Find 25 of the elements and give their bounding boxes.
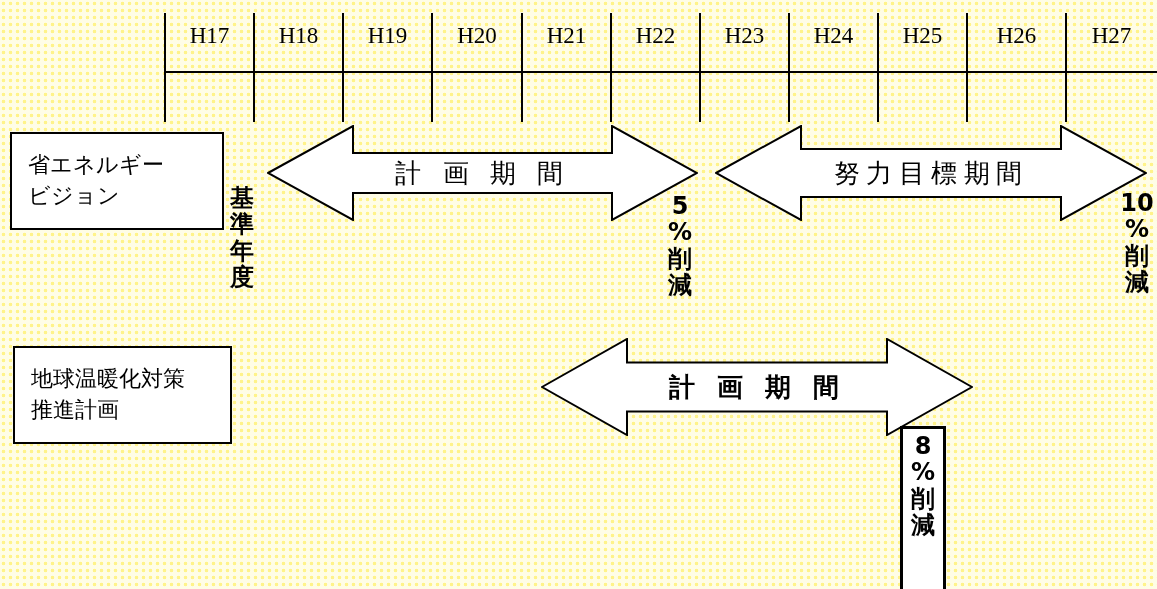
plan-name: 地球温暖化対策推進計画 <box>31 365 186 424</box>
plan-box <box>10 132 224 230</box>
target-box <box>900 426 946 589</box>
period-label: 計 画 期 間 <box>395 160 570 186</box>
year-label: H18 <box>278 24 319 47</box>
year-label: H20 <box>457 24 497 47</box>
plan-name: 省エネルギービジョン <box>28 151 165 210</box>
plan-box <box>13 346 232 444</box>
target-label: 8%削減 <box>911 433 935 539</box>
year-label: H21 <box>546 24 587 47</box>
year-label: H24 <box>813 24 854 47</box>
period-arrow-shape <box>541 338 973 436</box>
target-label: 5%削減 <box>668 193 692 299</box>
year-label: H27 <box>1091 24 1132 47</box>
target-label: 基準年度 <box>230 185 254 291</box>
year-label: H19 <box>367 24 408 47</box>
period-arrow-shape <box>267 125 698 221</box>
year-label: H22 <box>635 24 676 47</box>
period-label: 計 画 期 間 <box>668 374 846 400</box>
target-label: 10%削減 <box>1119 190 1155 296</box>
year-label: H25 <box>902 24 943 47</box>
year-label: H26 <box>996 24 1037 47</box>
period-label: 努力目標期間 <box>833 160 1029 186</box>
year-label: H17 <box>189 24 230 47</box>
year-label: H23 <box>724 24 765 47</box>
